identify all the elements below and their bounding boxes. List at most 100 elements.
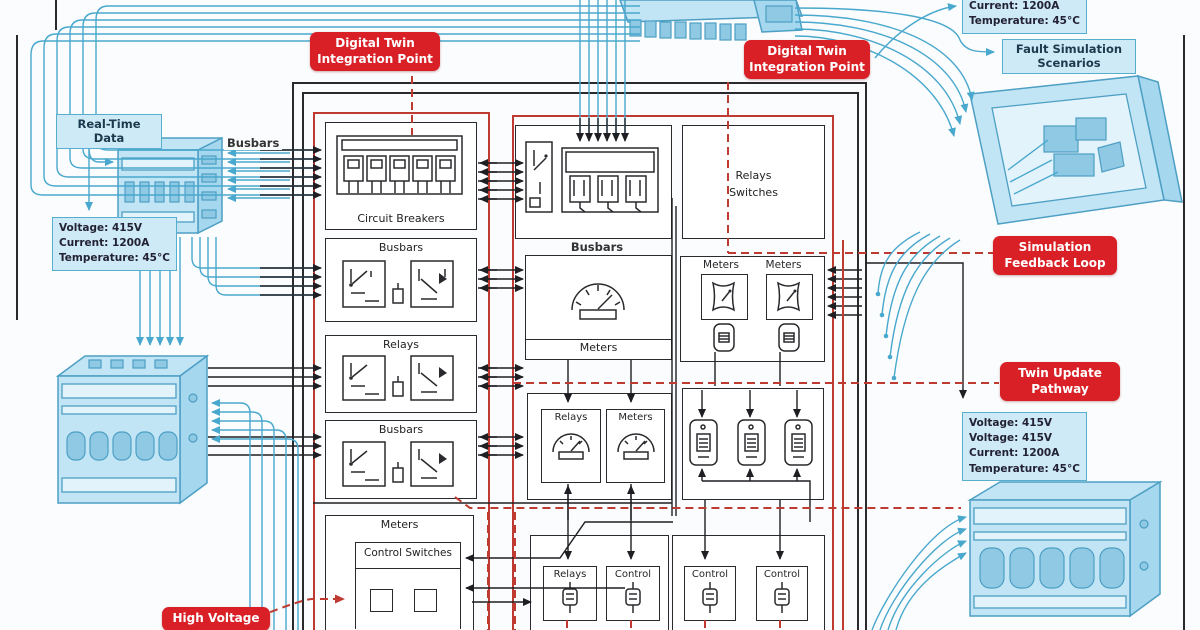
readings-box-top-right: Voltage: 415V Current: 1200A Temperature… (962, 0, 1087, 34)
fuse-icon (562, 582, 578, 613)
relay-pair-icon (342, 441, 454, 487)
label-line1: Digital Twin (335, 36, 415, 50)
high-voltage-label: High Voltage (162, 607, 270, 630)
panel-title: Relays Switches (683, 168, 824, 201)
digital-twin-integration-point-1: Digital Twin Integration Point (310, 32, 440, 72)
panel-title: Control (691, 569, 729, 580)
label-line2: Scenarios (1037, 56, 1101, 71)
panel-title: Busbars (378, 423, 424, 436)
panel-title: Meters (380, 518, 419, 531)
panel-control-2: Control (756, 566, 808, 621)
reading-voltage-1: Voltage: 415V (969, 417, 1053, 429)
panel-busbars-middle (515, 125, 672, 239)
label-line1: Fault Simulation (1015, 42, 1123, 56)
edge-line-right (1183, 35, 1185, 630)
busbars-middle-title: Busbars (570, 240, 624, 254)
panel-meters-left: Meters Control Switches (325, 515, 474, 630)
label-line2: Integration Point (317, 51, 433, 66)
readings-box-right: Voltage: 415V Voltage: 415V Current: 120… (962, 412, 1087, 481)
reading-current: Current: 1200A (59, 237, 150, 250)
toggle-switch-icon (713, 323, 735, 352)
high-voltage-text: High Voltage (172, 611, 260, 625)
panel-title: Relays (553, 569, 587, 580)
panel-title: Control (614, 569, 652, 580)
group-bottom-right: Control Control (672, 535, 825, 630)
rocker-switch-icon (689, 419, 718, 466)
fuse-icon (774, 582, 790, 613)
simulation-feedback-loop-label: Simulation Feedback Loop (993, 236, 1117, 276)
switch-square-icon (414, 589, 437, 612)
fault-simulation-scenarios-label: Fault Simulation Scenarios (1002, 39, 1136, 74)
panel-title: Circuit Breakers (357, 211, 445, 225)
twin-update-pathway-label: Twin Update Pathway (1000, 362, 1120, 402)
gauge-icon (571, 283, 625, 320)
reading-voltage: Voltage: 415V (59, 222, 143, 234)
relay-pair-icon (342, 260, 454, 308)
rocker-switch-icon (784, 419, 813, 466)
panel-title: Relays (554, 412, 588, 423)
panel-meters-middle: Meters (525, 255, 672, 360)
label-line2: Feedback Loop (1004, 255, 1106, 270)
relays-switches-line2: Switches (729, 185, 778, 199)
panel-title: Busbars (378, 241, 424, 254)
panel-title: Control (763, 569, 801, 580)
reading-temperature: Temperature: 45°C (59, 252, 170, 265)
panel-meter-icon (711, 281, 736, 312)
control-switches-title: Control Switches (364, 547, 452, 559)
panel-meters-small: Meters (606, 409, 665, 483)
panel-circuit-breakers: Circuit Breakers (325, 122, 477, 230)
panel-relays-switches: Relays Switches (682, 125, 825, 239)
twin-breaker-device-top (614, 0, 804, 52)
group-relays-meters: Relays Meters (527, 393, 672, 500)
switch-square-icon (370, 589, 393, 612)
label-line1: Twin Update (1018, 366, 1102, 380)
readings-box-left: Voltage: 415V Current: 1200A Temperature… (52, 217, 177, 271)
group-bottom-middle: Relays Control (530, 535, 669, 630)
real-time-data-text: Real-Time Data (77, 117, 141, 146)
panel-busbars-top: Busbars (325, 238, 477, 322)
busbars-wire-label: Busbars (224, 136, 283, 150)
digital-twin-monitor (958, 68, 1186, 244)
control-switches-body (355, 568, 461, 629)
fuse-icon (702, 582, 718, 613)
toggle-switch-icon (778, 323, 800, 352)
meter-1-title: Meters (703, 259, 739, 271)
group-meters-right: Meters Meters (680, 256, 825, 362)
label-line1: Digital Twin (767, 44, 847, 58)
reading-current: Current: 1200A (969, 0, 1060, 13)
panel-relays-bottom: Relays (543, 566, 597, 621)
relay-pair-icon (342, 355, 454, 401)
real-time-data-label: Real-Time Data (56, 114, 162, 149)
panel-title: Meters (526, 339, 671, 359)
reading-voltage-2: Voltage: 415V (969, 432, 1053, 445)
fuse-icon (625, 582, 641, 613)
circuit-breaker-row-icon (336, 135, 463, 195)
reading-current: Current: 1200A (969, 447, 1060, 460)
rocker-switch-icon (737, 419, 766, 466)
panel-meter-icon-box (701, 274, 748, 320)
panel-relays: Relays (325, 335, 477, 413)
panel-title: Meters (618, 412, 653, 423)
busbar-breaker-schematic-icon (525, 141, 659, 213)
label-line2: Integration Point (749, 59, 865, 74)
red-zone-right (512, 115, 834, 630)
twin-breaker-device-bottom (954, 474, 1178, 630)
panel-relays-small: Relays (541, 409, 601, 483)
gauge-icon (617, 433, 655, 460)
panel-busbars-bottom: Busbars (325, 420, 477, 499)
label-line2: Pathway (1031, 381, 1089, 396)
edge-line-left (16, 35, 18, 320)
edge-line-top-left (55, 0, 57, 30)
panel-title: Relays (383, 338, 419, 351)
panel-control-1: Control (684, 566, 736, 621)
reading-temperature: Temperature: 45°C (969, 462, 1080, 475)
digital-twin-integration-point-2: Digital Twin Integration Point (744, 40, 870, 80)
group-rocker-switches (682, 388, 824, 500)
relays-switches-line1: Relays (735, 169, 772, 182)
meter-2-title: Meters (765, 259, 802, 271)
gauge-icon (552, 433, 590, 460)
panel-control-bottom: Control (606, 566, 660, 621)
label-line1: Simulation (1018, 240, 1092, 254)
panel-meter-icon-box (766, 274, 813, 320)
